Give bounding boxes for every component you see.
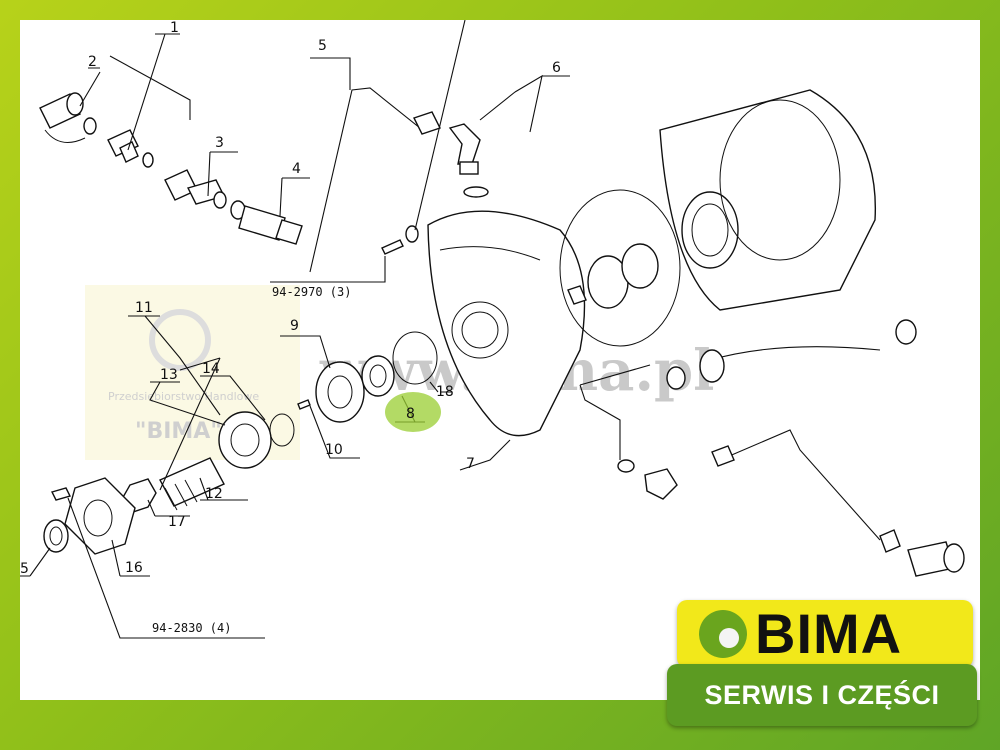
callout-6: 6 <box>552 60 561 76</box>
callout-13: 13 <box>160 367 178 383</box>
callout-2: 2 <box>88 54 97 70</box>
callout-10: 10 <box>325 442 343 458</box>
exploded-parts-diagram: www.bima.pl Przedsiębiorstwo Handlowe "B… <box>20 20 965 639</box>
reference-94-2970: 94-2970 (3) <box>272 285 351 299</box>
part-2-banjo-fitting <box>39 92 97 143</box>
callout-18: 18 <box>436 384 454 400</box>
callout-14: 14 <box>202 361 220 377</box>
part-8-seal <box>361 355 395 397</box>
callout-labels: 1 2 3 4 5 5 6 7 8 9 10 11 12 13 14 16 17… <box>20 20 561 635</box>
callout-12: 12 <box>205 486 223 502</box>
part-7-housing <box>427 210 587 437</box>
screw-and-washer <box>381 225 419 255</box>
watermark: www.bima.pl Przedsiębiorstwo Handlowe "B… <box>85 285 714 460</box>
callout-5-top: 5 <box>318 38 327 54</box>
part-9-bearing-seal <box>315 361 365 423</box>
callout-17: 17 <box>168 514 186 530</box>
callout-16: 16 <box>125 560 143 576</box>
callout-4: 4 <box>292 161 301 177</box>
watermark-company-line: Przedsiębiorstwo Handlowe <box>108 390 259 403</box>
diagram-sheet: www.bima.pl Przedsiębiorstwo Handlowe "B… <box>20 20 980 700</box>
highlight-part-8 <box>385 392 441 432</box>
part-13-bearing <box>218 411 272 469</box>
logo-tagline: SERWIS I CZĘŚCI <box>704 680 940 710</box>
callout-8: 8 <box>406 406 415 422</box>
callout-7: 7 <box>466 456 475 472</box>
leader-lines <box>20 20 651 639</box>
watermark-company-name: "BIMA" <box>135 419 222 444</box>
part-5-seal-ring <box>43 487 72 553</box>
logo-ball-highlight <box>719 628 739 648</box>
bima-logo: BIMA SERWIS I CZĘŚCI <box>667 592 977 732</box>
hose-upper-right <box>666 319 917 390</box>
part-1-union <box>107 129 154 168</box>
reference-94-2830: 94-2830 (4) <box>152 621 231 635</box>
part-5-pipe-upper <box>309 87 441 273</box>
callout-3: 3 <box>215 135 224 151</box>
part-18-o-ring <box>392 331 438 385</box>
part-4-hose-fitting <box>230 200 303 245</box>
watermark-emblem <box>149 309 211 371</box>
gasket-ring-large <box>559 189 681 347</box>
transmission-casing <box>659 89 877 311</box>
callout-1: 1 <box>170 20 179 36</box>
callout-11: 11 <box>135 300 153 316</box>
logo-top-banner: BIMA <box>677 600 973 668</box>
part-16-flange <box>64 477 136 555</box>
part-14-circlip <box>269 413 295 447</box>
callout-5-bottom: 5 <box>20 561 29 577</box>
logo-name: BIMA <box>755 602 903 665</box>
callout-9: 9 <box>290 318 299 334</box>
part-10-pin <box>297 399 311 410</box>
part-12-shaft <box>159 457 225 511</box>
part-3-adapter <box>164 169 227 209</box>
part-6-elbow <box>448 123 489 198</box>
logo-bottom-banner: SERWIS I CZĘŚCI <box>667 664 977 726</box>
logo-ball-icon <box>699 610 747 658</box>
pipe-lower-right <box>617 429 965 577</box>
